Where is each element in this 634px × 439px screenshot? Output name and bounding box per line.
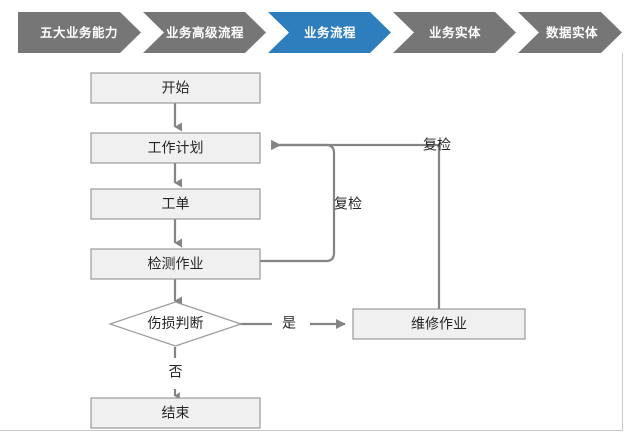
- breadcrumb-item-3[interactable]: 业务实体: [393, 12, 516, 53]
- breadcrumb-item-4[interactable]: 数据实体: [518, 12, 622, 53]
- node-damage-decision-shape: [108, 301, 243, 347]
- node-inspection-label: 检测作业: [148, 256, 204, 272]
- node-work-order-label: 工单: [162, 196, 190, 212]
- breadcrumb-item-0[interactable]: 五大业务能力: [18, 12, 141, 53]
- node-damage-decision[interactable]: 伤损判断: [108, 301, 243, 347]
- breadcrumb-item-1-label: 业务高级流程: [166, 25, 244, 40]
- breadcrumb-chevron-shape: [143, 12, 266, 53]
- breadcrumb-chevron-shape-active: [268, 12, 391, 53]
- breadcrumb-item-1[interactable]: 业务高级流程: [143, 12, 266, 53]
- node-work-plan-shape: [90, 132, 261, 164]
- breadcrumb-item-2-label: 业务流程: [304, 25, 356, 40]
- breadcrumb-chevron-shape: [518, 12, 622, 53]
- node-work-plan[interactable]: 工作计划: [90, 132, 261, 164]
- breadcrumb-chevron-shape: [393, 12, 516, 53]
- node-work-order-shape: [90, 188, 261, 220]
- node-start[interactable]: 开始: [90, 72, 261, 104]
- node-start-label: 开始: [162, 80, 190, 96]
- edge-recheck-inner: [260, 140, 336, 263]
- breadcrumb-chevron-shape: [18, 12, 141, 53]
- edge-recheck-outer: [271, 140, 441, 318]
- node-end[interactable]: 结束: [90, 397, 261, 429]
- edge-label-yes: 是: [282, 315, 296, 331]
- edge-label-no: 否: [169, 364, 183, 380]
- flowchart-canvas: 开始 工作计划 工单 检测作业 伤损判断: [0, 53, 634, 439]
- node-end-shape: [90, 397, 261, 429]
- breadcrumb: 五大业务能力 业务高级流程 业务流程 业务实体 数据实体: [0, 12, 634, 53]
- edge-label-recheck-inner: 复检: [334, 196, 362, 212]
- node-repair-shape: [352, 308, 526, 340]
- node-end-label: 结束: [162, 405, 190, 421]
- node-start-shape: [90, 72, 261, 104]
- node-work-order[interactable]: 工单: [90, 188, 261, 220]
- breadcrumb-item-2[interactable]: 业务流程: [268, 12, 391, 53]
- node-work-plan-label: 工作计划: [148, 140, 204, 156]
- breadcrumb-item-3-label: 业务实体: [429, 25, 481, 40]
- node-repair[interactable]: 维修作业: [352, 308, 526, 340]
- breadcrumb-item-0-label: 五大业务能力: [40, 25, 118, 40]
- node-repair-label: 维修作业: [411, 316, 467, 332]
- breadcrumb-item-4-label: 数据实体: [545, 25, 598, 40]
- node-damage-decision-label: 伤损判断: [148, 315, 204, 331]
- node-inspection[interactable]: 检测作业: [90, 248, 261, 280]
- edge-label-recheck-outer: 复检: [423, 137, 451, 153]
- node-inspection-shape: [90, 248, 261, 280]
